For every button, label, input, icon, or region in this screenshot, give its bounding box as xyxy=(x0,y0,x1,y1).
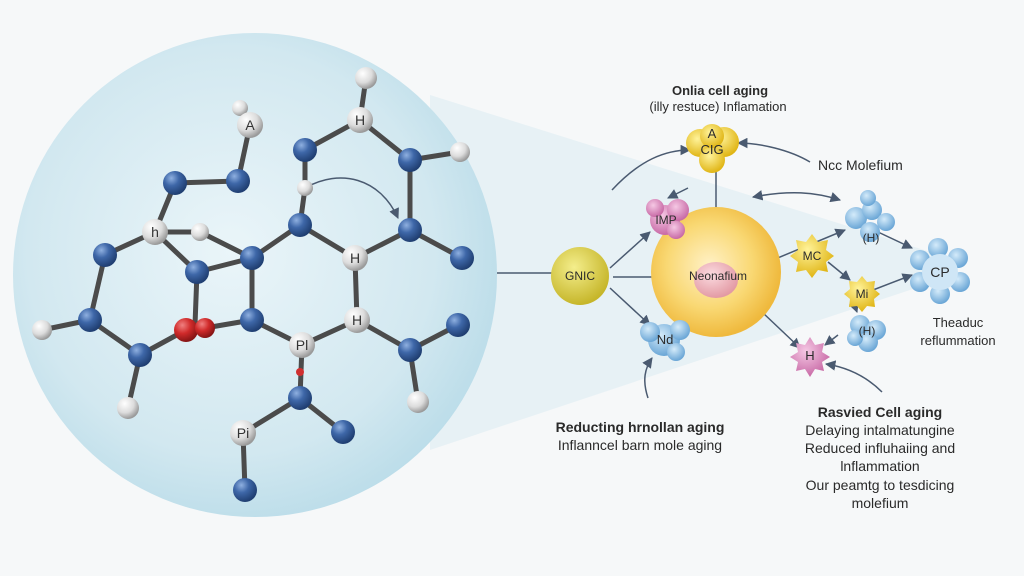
atom-blue xyxy=(398,218,422,242)
atom-blue xyxy=(78,308,102,332)
atom-blue xyxy=(233,478,257,502)
atom-white xyxy=(347,107,373,133)
acg-node xyxy=(686,124,739,173)
gnic-node xyxy=(551,247,609,305)
gnic-label: GNIC xyxy=(565,269,595,283)
atom-blue xyxy=(450,246,474,270)
nucleus-blob xyxy=(694,262,738,298)
atom-blue xyxy=(331,420,355,444)
right-caption-line1: Delaying intalmatungine xyxy=(805,422,955,438)
atom-label-h-small: h xyxy=(151,224,159,240)
atom-white xyxy=(232,100,248,116)
atom-white xyxy=(450,142,470,162)
imp-label: IMP xyxy=(655,213,677,227)
atom-white xyxy=(342,245,368,271)
atom-white xyxy=(355,67,377,89)
theraduct-line2: reflummation xyxy=(920,333,996,348)
top-title-line1: Onlia cell aging xyxy=(671,83,769,98)
atom-blue xyxy=(128,343,152,367)
blue-atoms xyxy=(78,138,474,502)
atom-blue xyxy=(446,313,470,337)
h-bottom-label: H xyxy=(805,348,815,363)
atom-label-h: H xyxy=(349,250,361,266)
atom-blue xyxy=(288,386,312,410)
mi-node xyxy=(844,276,880,312)
acg-label: A CIG xyxy=(690,126,734,158)
atom-white xyxy=(237,112,263,138)
atom-label-a: A xyxy=(245,117,255,133)
h-top-label: (H) xyxy=(862,231,880,245)
atom-white xyxy=(191,223,209,241)
atom-blue xyxy=(398,148,422,172)
h-mid-label: (H) xyxy=(858,324,876,338)
atom-white xyxy=(289,332,315,358)
atom-white xyxy=(117,397,139,419)
mc-node xyxy=(790,234,834,278)
atom-white xyxy=(344,307,370,333)
acg-label-text: A CIG xyxy=(700,126,724,157)
mi-label: Mi xyxy=(855,287,869,301)
atom-blue xyxy=(226,169,250,193)
h-bottom-node xyxy=(790,337,830,377)
atom-blue xyxy=(398,338,422,362)
atom-white xyxy=(407,391,429,413)
right-caption-line3: lnflammation xyxy=(840,458,920,474)
atom-blue xyxy=(288,213,312,237)
nd-node xyxy=(640,320,690,361)
atom-red xyxy=(174,318,198,342)
atom-blue xyxy=(163,171,187,195)
nd-label: Nd xyxy=(656,332,674,347)
h-mid-node xyxy=(847,315,886,352)
mc-label: MC xyxy=(802,249,822,263)
right-caption-line2: Reduced influhaiing and xyxy=(804,440,956,456)
cp-node xyxy=(910,238,970,304)
magnifier-lens xyxy=(13,33,497,517)
molecule-curved-arrow xyxy=(304,177,399,219)
left-caption-title: Reducting hrnollan aging xyxy=(555,419,725,435)
imp-node xyxy=(646,199,689,239)
atom-white xyxy=(142,219,168,245)
atom-blue xyxy=(185,260,209,284)
atom-label-pl: Pl xyxy=(295,337,309,353)
right-caption-line5: molefium xyxy=(851,495,909,511)
white-atoms xyxy=(32,67,470,446)
atom-blue xyxy=(240,308,264,332)
atom-white xyxy=(297,180,313,196)
cp-label: CP xyxy=(930,264,950,280)
atom-white xyxy=(32,320,52,340)
atom-label-h: H xyxy=(354,112,366,128)
atom-label-h: H xyxy=(351,312,363,328)
atom-label-pi: Pi xyxy=(236,425,250,441)
atom-white xyxy=(230,420,256,446)
left-caption-sub: Inflanncel barn mole aging xyxy=(557,437,723,453)
top-title-line2: (illy restuce) Inflamation xyxy=(649,99,787,114)
center-label: Neonafium xyxy=(688,269,748,283)
theraduct-line1: Theaduc xyxy=(932,315,984,330)
atom-blue xyxy=(93,243,117,267)
ncc-label: Ncc Molefium xyxy=(818,157,903,173)
h-top-node xyxy=(845,190,895,242)
right-caption-title: Rasvied Cell aging xyxy=(817,404,943,420)
atom-blue xyxy=(293,138,317,162)
right-caption-line4: Our peamtg to tesdicing xyxy=(805,477,955,493)
atom-blue xyxy=(240,246,264,270)
atom-red-small xyxy=(296,368,304,376)
atom-red xyxy=(195,318,215,338)
